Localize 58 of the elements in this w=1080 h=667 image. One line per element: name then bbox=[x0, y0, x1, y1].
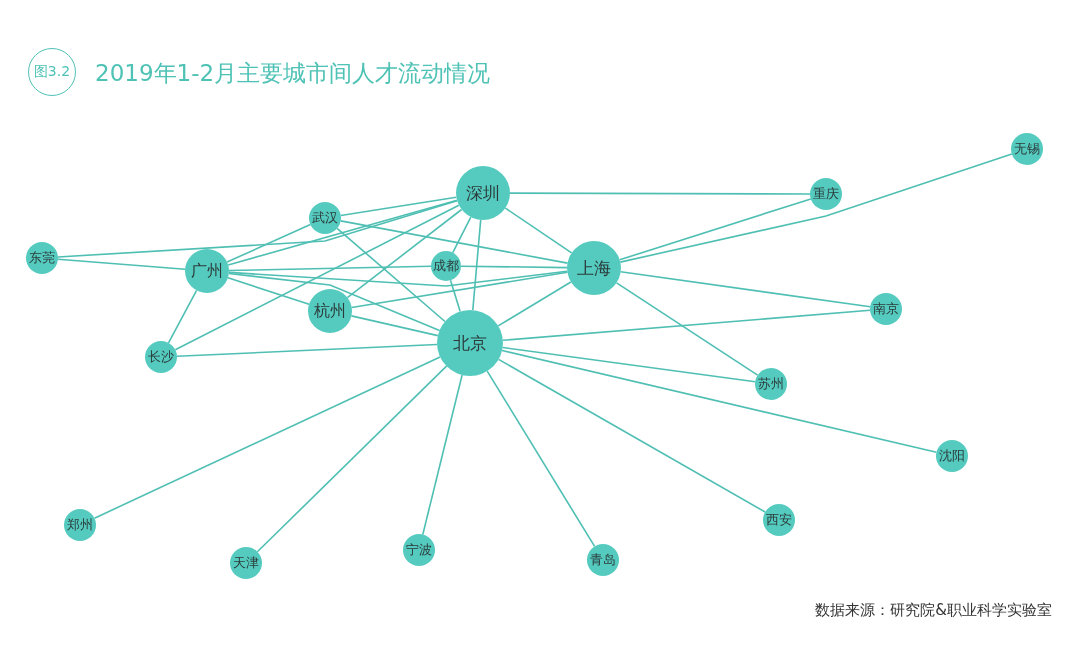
connection-line bbox=[502, 309, 871, 342]
connection-line bbox=[497, 281, 572, 327]
city-node: 东莞 bbox=[26, 242, 58, 274]
connection-line bbox=[472, 219, 482, 311]
connection-line bbox=[167, 289, 198, 344]
city-node: 长沙 bbox=[145, 341, 177, 373]
source-note: 数据来源：研究院&职业科学实验室 bbox=[815, 601, 1052, 620]
city-node: 广州 bbox=[185, 249, 229, 293]
connection-line bbox=[486, 370, 596, 548]
connection-line bbox=[509, 192, 811, 195]
connection-line bbox=[93, 356, 441, 519]
connection-line bbox=[452, 216, 472, 254]
city-node: 武汉 bbox=[309, 202, 341, 234]
city-node: 成都 bbox=[431, 251, 461, 281]
chart-title: 2019年1-2月主要城市间人才流动情况 bbox=[95, 59, 491, 88]
connection-line bbox=[227, 199, 458, 266]
city-node: 青岛 bbox=[587, 544, 619, 576]
connection-line bbox=[619, 153, 1013, 263]
city-node: 杭州 bbox=[308, 289, 352, 333]
connection-line bbox=[460, 265, 568, 269]
connection-line bbox=[228, 265, 432, 272]
connection-line bbox=[615, 282, 759, 376]
connection-line bbox=[226, 223, 312, 263]
connection-line bbox=[176, 343, 438, 358]
city-node: 苏州 bbox=[755, 368, 787, 400]
connection-line bbox=[422, 374, 463, 536]
connection-line bbox=[57, 258, 186, 271]
connection-line bbox=[497, 358, 766, 513]
connection-line bbox=[504, 207, 573, 254]
city-node: 重庆 bbox=[810, 178, 842, 210]
figure-number-badge: 图3.2 bbox=[28, 48, 76, 96]
city-node: 郑州 bbox=[64, 509, 96, 541]
connection-line bbox=[350, 271, 569, 309]
connection-line bbox=[228, 272, 441, 332]
connection-line bbox=[346, 208, 463, 299]
city-node: 南京 bbox=[870, 293, 902, 325]
connection-line bbox=[501, 346, 756, 383]
connection-line bbox=[350, 315, 439, 337]
city-node: 沈阳 bbox=[936, 440, 968, 472]
city-node: 天津 bbox=[230, 547, 262, 579]
city-node: 深圳 bbox=[456, 166, 510, 220]
city-node: 北京 bbox=[437, 310, 503, 376]
connection-line bbox=[619, 271, 871, 308]
connection-line bbox=[228, 270, 568, 287]
connection-line bbox=[57, 200, 458, 258]
connection-line bbox=[174, 204, 460, 351]
connection-line bbox=[339, 220, 569, 264]
connection-line bbox=[340, 196, 458, 217]
city-node: 无锡 bbox=[1011, 133, 1043, 165]
connection-line bbox=[256, 365, 448, 553]
city-node: 上海 bbox=[567, 241, 621, 295]
connection-line bbox=[618, 198, 812, 261]
connection-line bbox=[501, 349, 938, 454]
city-node: 西安 bbox=[763, 504, 795, 536]
city-node: 宁波 bbox=[403, 534, 435, 566]
connection-line bbox=[449, 279, 461, 313]
connection-line bbox=[336, 227, 446, 323]
connection-line bbox=[227, 277, 310, 305]
